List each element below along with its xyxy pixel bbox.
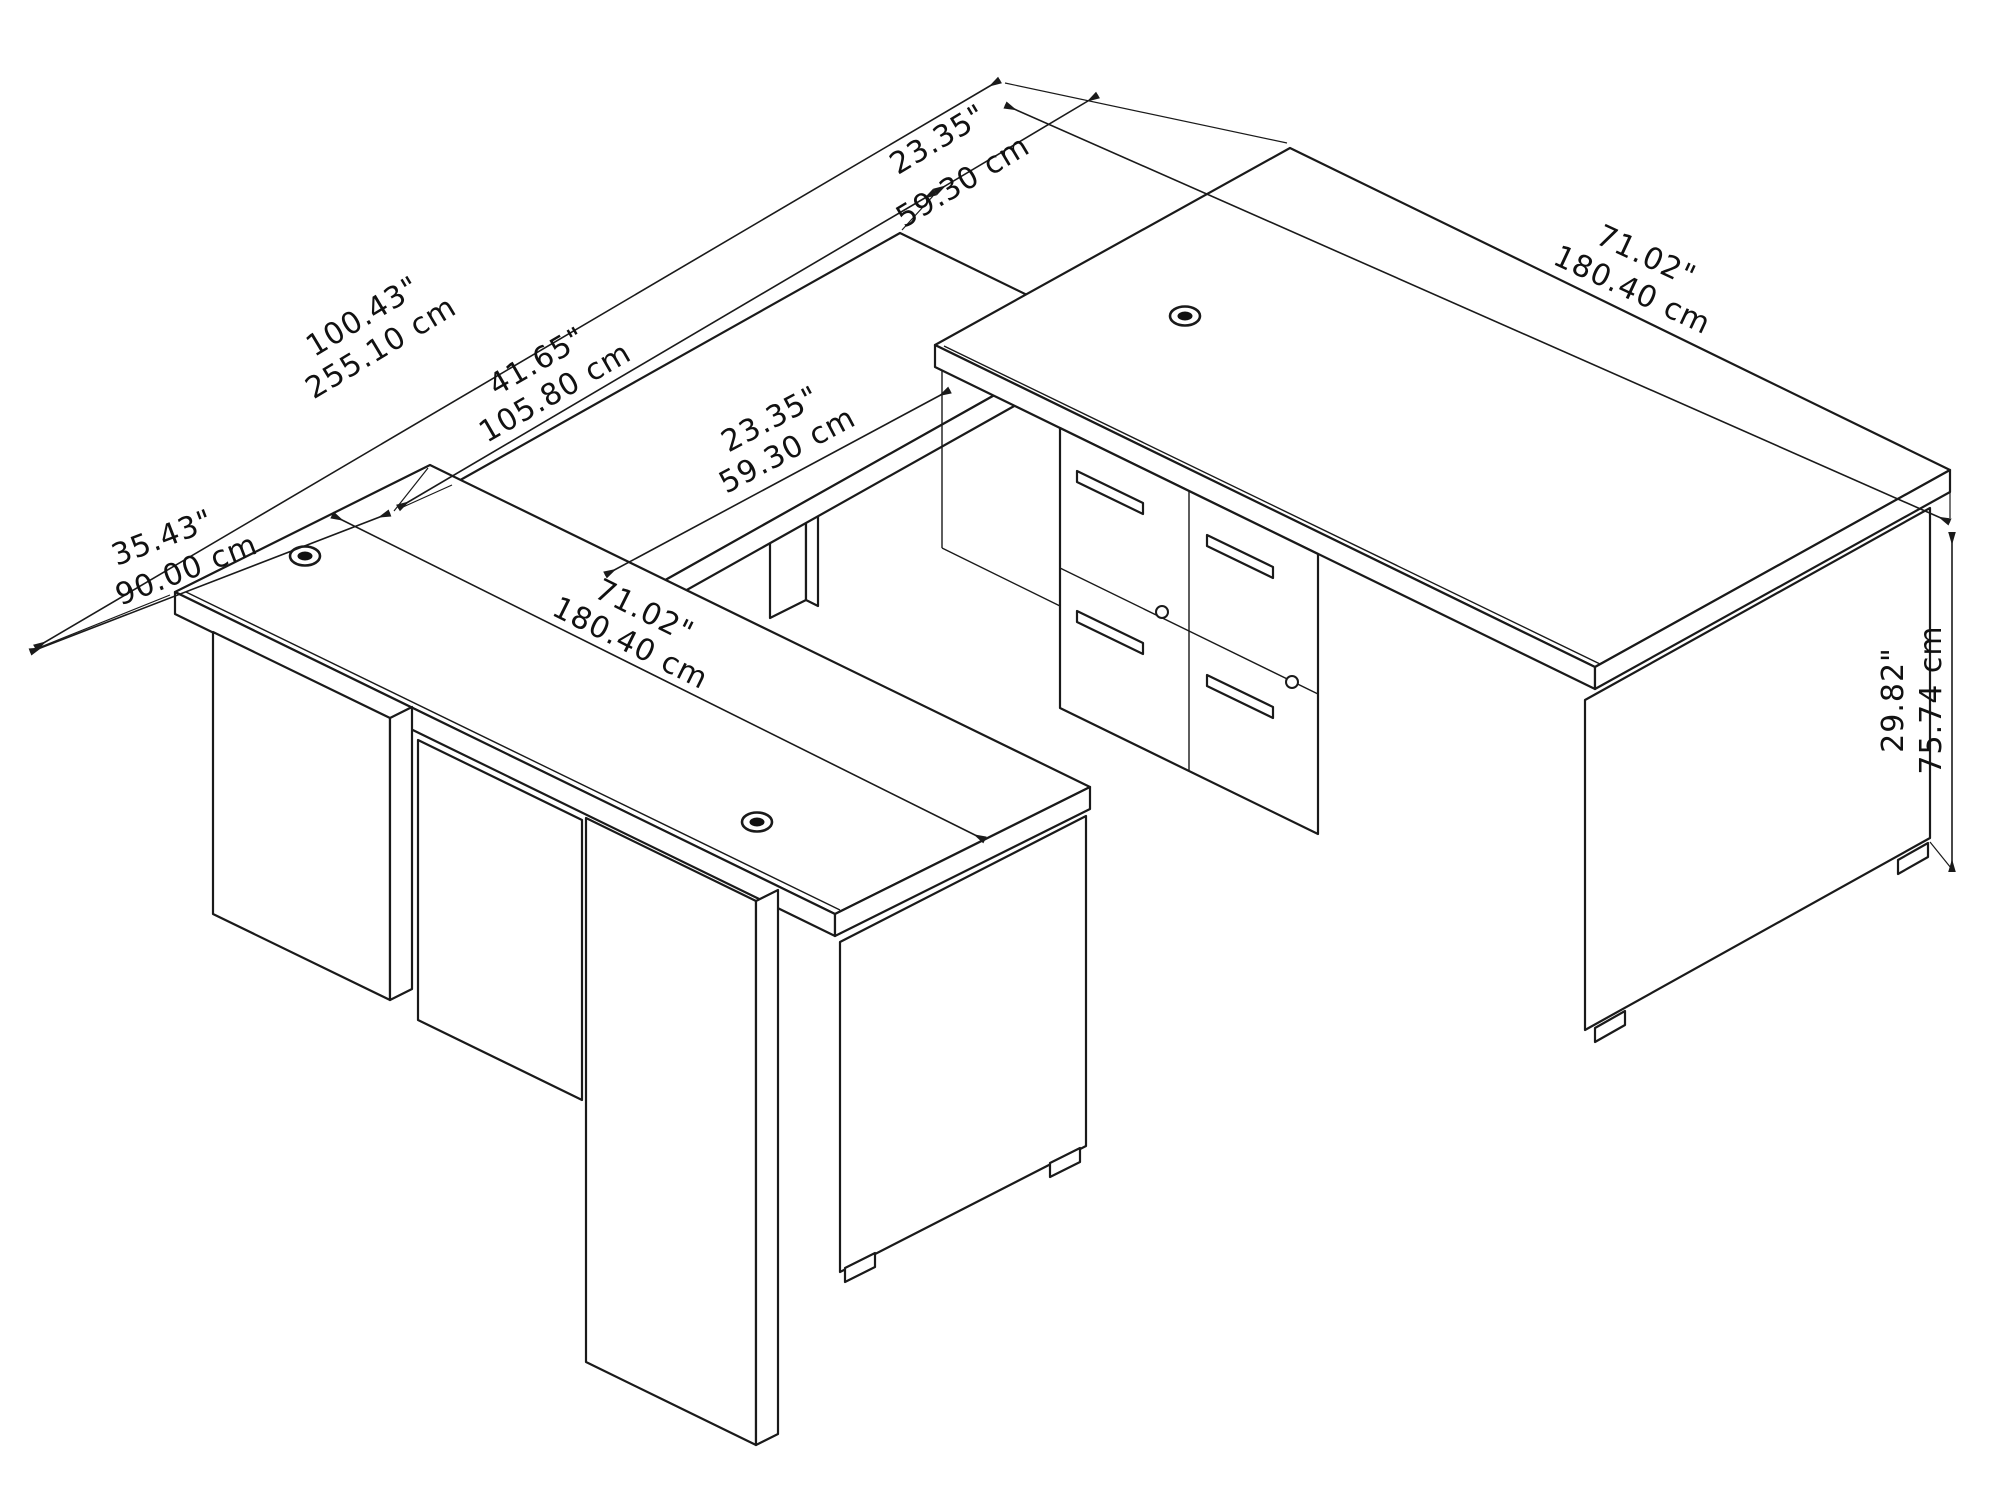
front-desk-foot-left — [843, 1251, 877, 1284]
back-desk-end-panel — [1583, 506, 1932, 1032]
back-desk-foot-left — [1593, 1009, 1627, 1044]
drawer-pedestal — [1058, 426, 1320, 836]
front-desk-right-pedestal — [584, 816, 758, 1447]
pedestal-row-divider — [1059, 567, 1319, 695]
drawer-handle-bottom-right — [1205, 673, 1275, 720]
front-desk-foot-right — [1048, 1146, 1082, 1179]
dimension-line-bridge-length — [396, 188, 937, 512]
dim-desk-height-cm: 75.74 cm — [1914, 625, 1949, 774]
front-desk-left-pedestal-side — [388, 705, 414, 1002]
dim-desk-height-inches: 29.82" — [1876, 647, 1911, 753]
dimension-line-front-desk-depth — [28, 509, 392, 656]
grommet-hole-back-desk — [1168, 305, 1202, 327]
extension-line — [1929, 841, 1952, 869]
dimension-lines — [28, 76, 1956, 872]
drawer-lock-right — [1285, 675, 1299, 689]
grommet-hole-front-desk-right — [740, 811, 774, 833]
extension-line — [393, 467, 429, 512]
drawer-handle-top-right — [1205, 533, 1275, 580]
dimension-line-back-desk-length — [1003, 101, 1952, 526]
front-desk-end-edge — [833, 785, 1092, 938]
dimension-line-front-desk-length — [330, 511, 987, 844]
front-desk-end-panel — [838, 814, 1088, 1274]
front-desk-right-pedestal-side — [754, 888, 780, 1447]
back-desk-foot-right — [1896, 841, 1930, 876]
drawer-handle-bottom-left — [1075, 609, 1145, 656]
extension-line — [402, 484, 453, 508]
underdesk-line-bottom — [941, 547, 1061, 607]
extension-line — [901, 195, 934, 231]
back-desk — [933, 146, 1952, 1044]
extension-line — [37, 594, 171, 649]
extension-line — [1004, 82, 1288, 144]
drawer-lock-left — [1155, 605, 1169, 619]
